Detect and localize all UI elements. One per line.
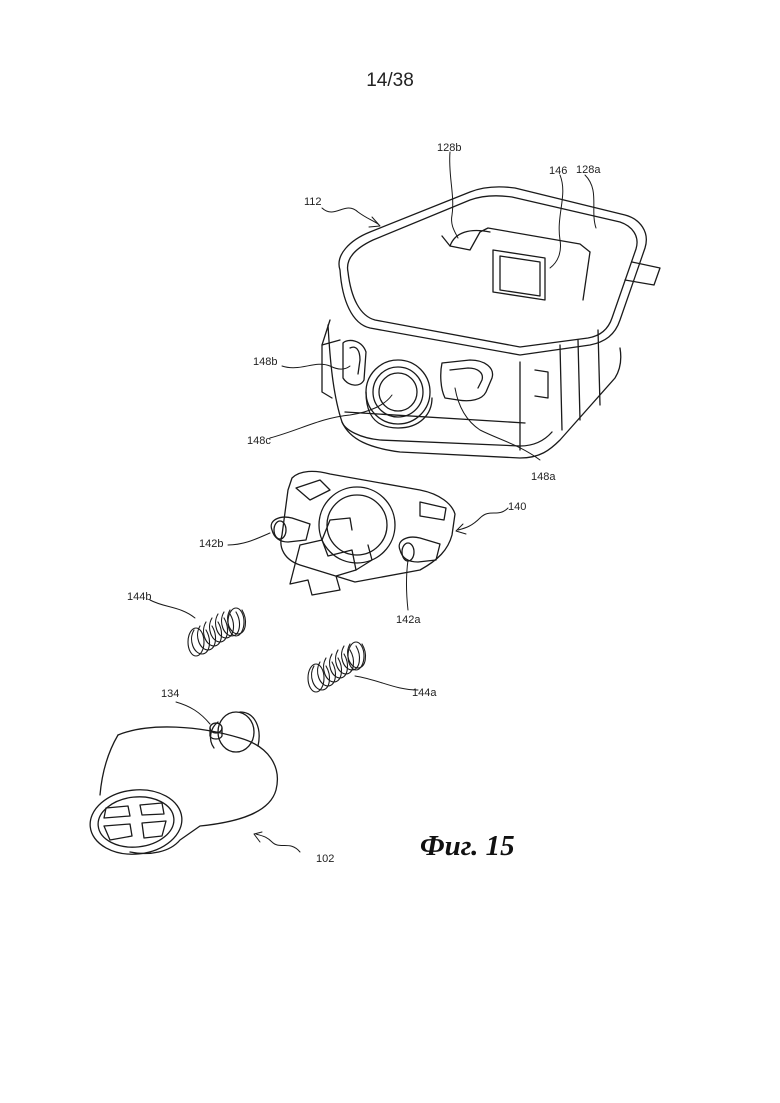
- spring-144b: [188, 608, 245, 656]
- label-142a: 142a: [396, 614, 421, 626]
- label-134: 134: [161, 688, 179, 700]
- label-144a: 144a: [412, 687, 437, 699]
- frame-112: [322, 187, 660, 458]
- label-112: 112: [304, 196, 322, 208]
- label-148b: 148b: [253, 356, 277, 368]
- pillow-102: [87, 712, 277, 859]
- label-102: 102: [316, 853, 334, 865]
- label-140: 140: [508, 501, 526, 513]
- label-146: 146: [549, 165, 567, 177]
- leader-lines: [150, 152, 596, 852]
- label-148a: 148a: [531, 471, 556, 483]
- label-144b: 144b: [127, 591, 151, 603]
- label-142b: 142b: [199, 538, 223, 550]
- label-128b: 128b: [437, 142, 461, 154]
- label-148c: 148c: [247, 435, 271, 447]
- spring-144a: [308, 642, 365, 692]
- label-128a: 128a: [576, 164, 601, 176]
- figure-caption: Фиг. 15: [420, 830, 515, 863]
- valve-140: [271, 471, 455, 595]
- reference-labels: 112 128b 146 128a 148b 148c 148a 140 142…: [127, 142, 601, 865]
